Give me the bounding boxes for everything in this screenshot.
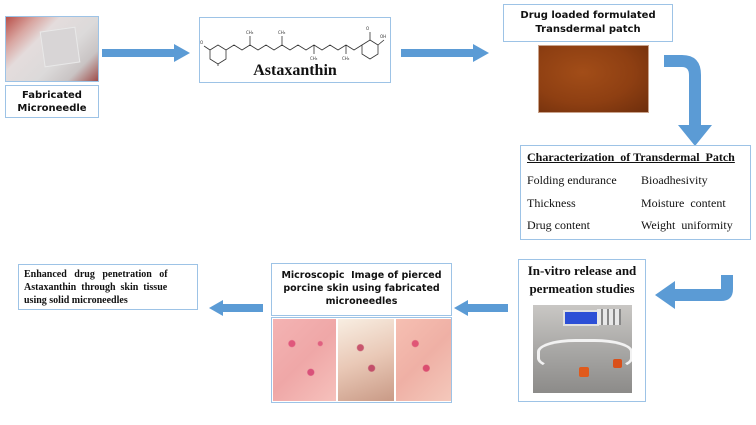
microscopic-label-line1: Microscopic Image of pierced [281, 270, 442, 281]
astaxanthin-structure-icon: CH₃ CH₃ CH₃ CH₃ O O OH [200, 26, 386, 66]
apparatus-tubing [537, 339, 632, 371]
microscopic-image-1 [273, 319, 336, 401]
characterization-item-2b: Moisture content [641, 196, 726, 210]
microscopic-images [271, 317, 452, 403]
svg-text:CH₃: CH₃ [342, 56, 350, 61]
characterization-item-1a: Folding endurance [527, 173, 617, 187]
microneedle-label-line2: Microneedle [17, 103, 87, 114]
svg-text:CH₃: CH₃ [278, 30, 286, 35]
microneedle-label-box: Fabricated Microneedle [5, 85, 99, 118]
apparatus-cell-1 [579, 367, 589, 377]
invitro-box: In-vitro release and permeation studies [518, 259, 646, 402]
characterization-item-3a: Drug content [527, 218, 590, 232]
characterization-item-1b: Bioadhesivity [641, 173, 708, 187]
microscopic-label-line2: porcine skin using fabricated [283, 283, 440, 294]
patch-label-line1: Drug loaded formulated [520, 10, 656, 21]
characterization-box: Characterization of Transdermal Patch Fo… [520, 145, 751, 240]
astaxanthin-label: Astaxanthin [253, 62, 337, 79]
patch-photo [538, 45, 649, 113]
characterization-item-3b: Weight uniformity [641, 218, 733, 232]
microneedle-label-line1: Fabricated [22, 90, 82, 101]
arrow-right-1 [102, 44, 190, 62]
microneedle-patch-square [39, 26, 81, 68]
characterization-heading: Characterization of Transdermal Patch [527, 150, 735, 164]
arrow-right-2 [401, 44, 489, 62]
svg-text:O: O [366, 26, 369, 31]
result-line2: Astaxanthin through skin tissue [24, 282, 168, 293]
invitro-apparatus-photo [533, 305, 632, 393]
arrow-curve-left [655, 275, 733, 309]
microscopic-image-2 [338, 319, 394, 401]
patch-label-box: Drug loaded formulated Transdermal patch [503, 4, 673, 42]
microscopic-label-box: Microscopic Image of pierced porcine ski… [271, 263, 452, 316]
arrow-left-3 [454, 300, 508, 316]
apparatus-keypad [597, 309, 621, 325]
patch-label-line2: Transdermal patch [535, 24, 641, 35]
invitro-label-line1: In-vitro release and [527, 263, 637, 278]
astaxanthin-box: CH₃ CH₃ CH₃ CH₃ O O OH Astaxanthin [199, 17, 391, 83]
svg-text:CH₃: CH₃ [246, 30, 254, 35]
arrow-curve-down [664, 55, 712, 146]
svg-text:OH: OH [380, 34, 386, 39]
microscopic-image-3 [396, 319, 451, 401]
result-box: Enhanced drug penetration of Astaxanthin… [18, 264, 198, 310]
microscopic-label-line3: microneedles [325, 296, 398, 307]
invitro-label-line2: permeation studies [529, 281, 635, 296]
arrow-left-4 [209, 300, 263, 316]
microneedle-photo [5, 16, 99, 82]
result-line1: Enhanced drug penetration of [24, 269, 168, 280]
svg-text:O: O [200, 40, 203, 45]
characterization-item-2a: Thickness [527, 196, 576, 210]
result-line3: using solid microneedles [24, 295, 128, 306]
apparatus-display [563, 310, 599, 326]
svg-text:CH₃: CH₃ [310, 56, 318, 61]
